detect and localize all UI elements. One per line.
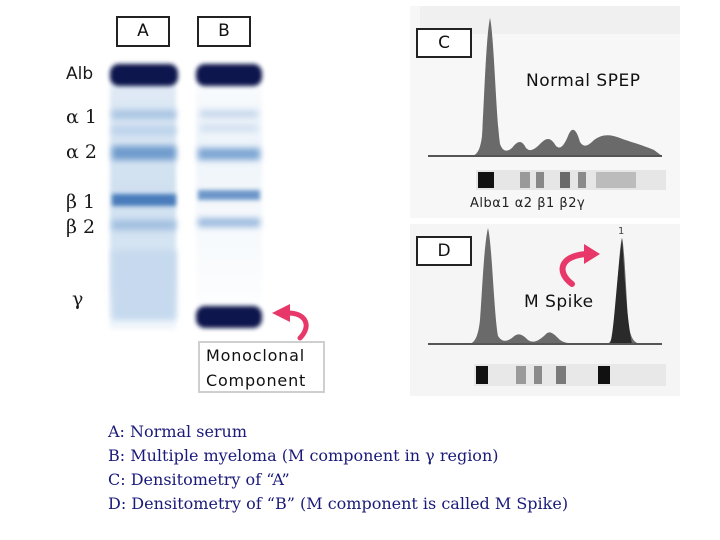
fraction-label-alpha2: α 2 [66,141,97,163]
lane-a-label: A [116,16,170,47]
m-component-arrow-icon [283,310,309,341]
gel-lanes [110,58,309,341]
panel-c-title: Normal SPEP [526,71,641,91]
panel-d-title: M Spike [524,292,594,312]
lane-a-alpha1-band-2 [112,126,176,135]
panel-d-label: D [416,236,472,266]
lane-b-beta1-band [198,190,260,200]
fraction-label-beta1: β 1 [66,191,96,213]
lane-b-label: B [197,16,251,47]
lane-a-albumin-band [110,64,178,86]
panel-c-axis-labels: Albα1 α2 β1 β2γ [470,196,586,211]
panel-d-peak-mark: 1 [618,226,625,237]
panel-c-label: C [416,28,472,58]
monoclonal-component-label: Monoclonal Component [198,341,325,393]
lane-b-m-component-band [196,306,262,328]
fraction-label-beta2: β 2 [66,216,96,238]
gel-panel: A B Alb α 1 α 2 β 1 β 2 γ [0,0,340,400]
lane-b-alpha1-band-2 [200,124,258,132]
lane-b-beta2-band [198,218,260,227]
lane-a-gamma-band [112,250,176,320]
lane-a-alpha2-band [112,146,176,160]
monoclonal-line2: Component [206,371,307,390]
lane-b-alpha2-band [198,148,260,160]
lane-b-alpha1-band [200,110,258,118]
fraction-label-alpha1: α 1 [66,106,97,128]
caption-line-c: C: Densitometry of “A” [108,470,290,489]
lane-b-albumin-band [196,64,262,86]
caption-line-b: B: Multiple myeloma (M component in γ re… [108,446,499,465]
lane-a-beta2-band [112,220,176,230]
fraction-label-gamma: γ [72,288,84,310]
densitometry-panel-d: D M Spike 1 [410,224,680,396]
fraction-label-alb: Alb [66,64,94,84]
lane-a-alpha1-band [112,110,176,119]
panel-c-density-curve [428,18,662,156]
caption-line-a: A: Normal serum [108,422,248,441]
m-spike-arrow-icon [559,251,589,287]
panel-d-strip [474,364,666,386]
densitometry-panel-c: C Normal SPEP Albα1 α2 β1 β2γ [410,6,680,218]
figure-caption: A: Normal serum B: Multiple myeloma (M c… [108,420,708,516]
panel-d-m-spike-peak [610,238,632,344]
monoclonal-line1: Monoclonal [206,346,305,365]
caption-line-d: D: Densitometry of “B” (M component is c… [108,494,569,513]
panel-c-strip [476,170,666,190]
lane-a-beta1-band [112,194,176,206]
panel-d-density-curve [428,228,662,344]
